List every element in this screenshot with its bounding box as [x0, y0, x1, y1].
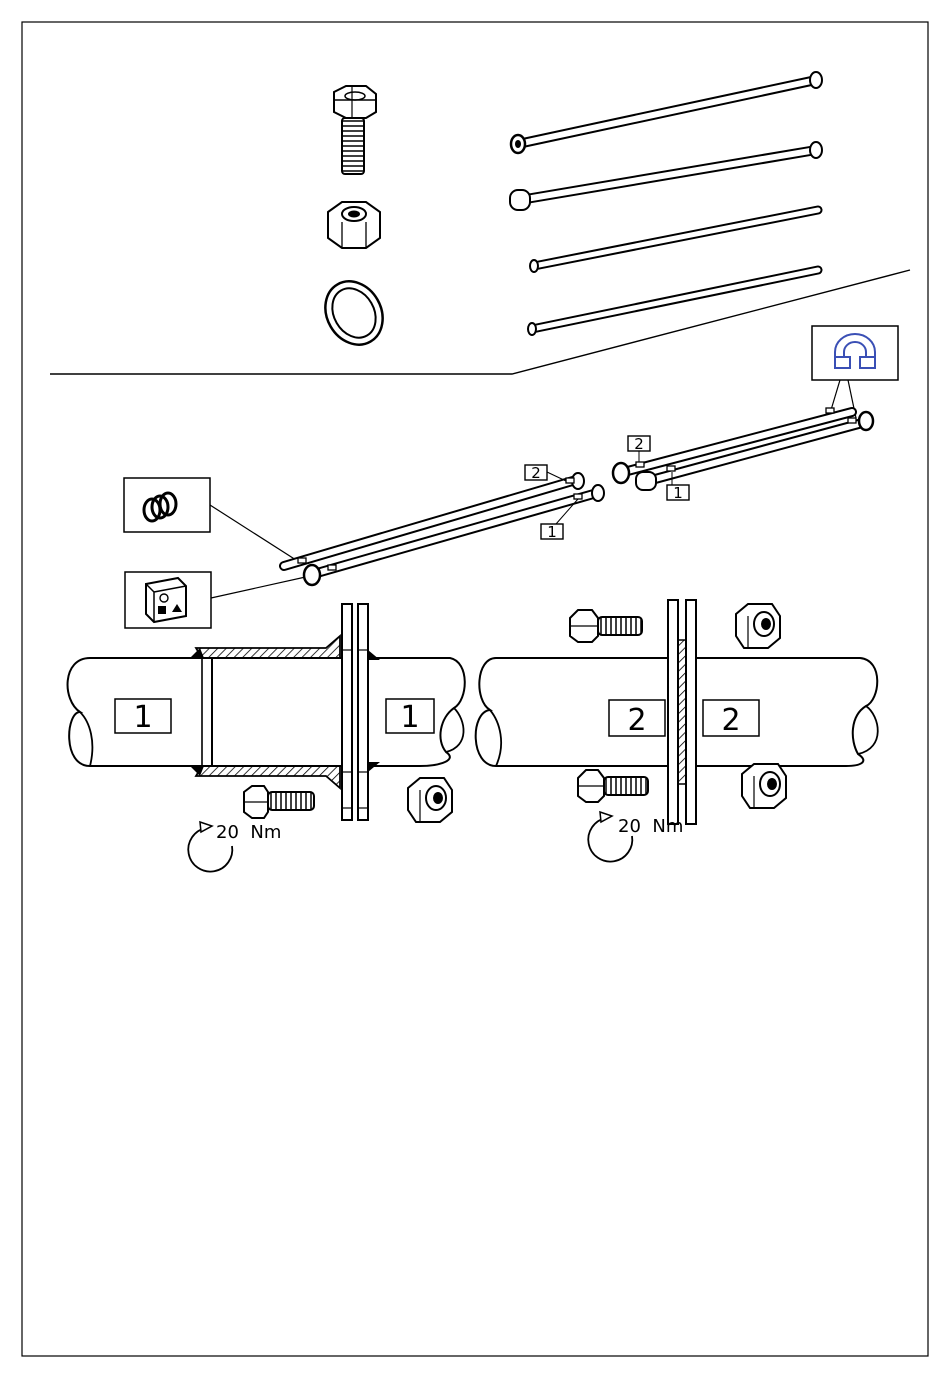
rod-part-1	[511, 72, 822, 153]
right-tag-2: 2	[628, 435, 650, 462]
nut-icon	[742, 764, 786, 808]
tube-1-right-label: 1	[400, 700, 419, 735]
torque-left-text: 20 Nm	[216, 822, 281, 843]
module-box-badge	[125, 572, 310, 628]
nut-icon	[736, 604, 780, 648]
assembly-section: 2 1 2 1	[68, 326, 898, 872]
right-tag-1-text: 1	[673, 484, 683, 502]
torque-indicator-left: 20 Nm	[188, 822, 281, 872]
bolt-icon	[578, 770, 648, 802]
joint-detail-tube-2: 2 2	[476, 600, 878, 824]
parts-section	[50, 72, 910, 374]
washer-ring-icon	[314, 271, 394, 355]
torque-right-text: 20 Nm	[618, 816, 683, 837]
rod-part-2	[510, 142, 822, 210]
tube-2-left-label: 2	[627, 703, 646, 738]
bolt-icon	[244, 786, 314, 818]
magnet-badge	[812, 326, 898, 418]
left-tag-2: 2	[525, 464, 566, 482]
spring-badge	[124, 478, 296, 560]
rod-part-4	[528, 270, 818, 335]
rod-part-3	[530, 210, 818, 272]
hex-bolt-icon	[334, 86, 376, 174]
tube-1-left-label: 1	[133, 700, 152, 735]
left-tag-1-text: 1	[547, 523, 557, 541]
section-divider	[50, 270, 910, 374]
torque-indicator-right: 20 Nm	[588, 812, 683, 862]
nut-icon	[408, 778, 452, 822]
left-tag-2-text: 2	[531, 464, 541, 482]
hex-nut-icon	[328, 202, 380, 248]
right-tag-2-text: 2	[634, 435, 644, 453]
bolt-icon	[570, 610, 642, 642]
tube-2-right-label: 2	[721, 703, 740, 738]
module-box-icon	[146, 578, 186, 622]
right-rod-pair	[613, 408, 873, 490]
